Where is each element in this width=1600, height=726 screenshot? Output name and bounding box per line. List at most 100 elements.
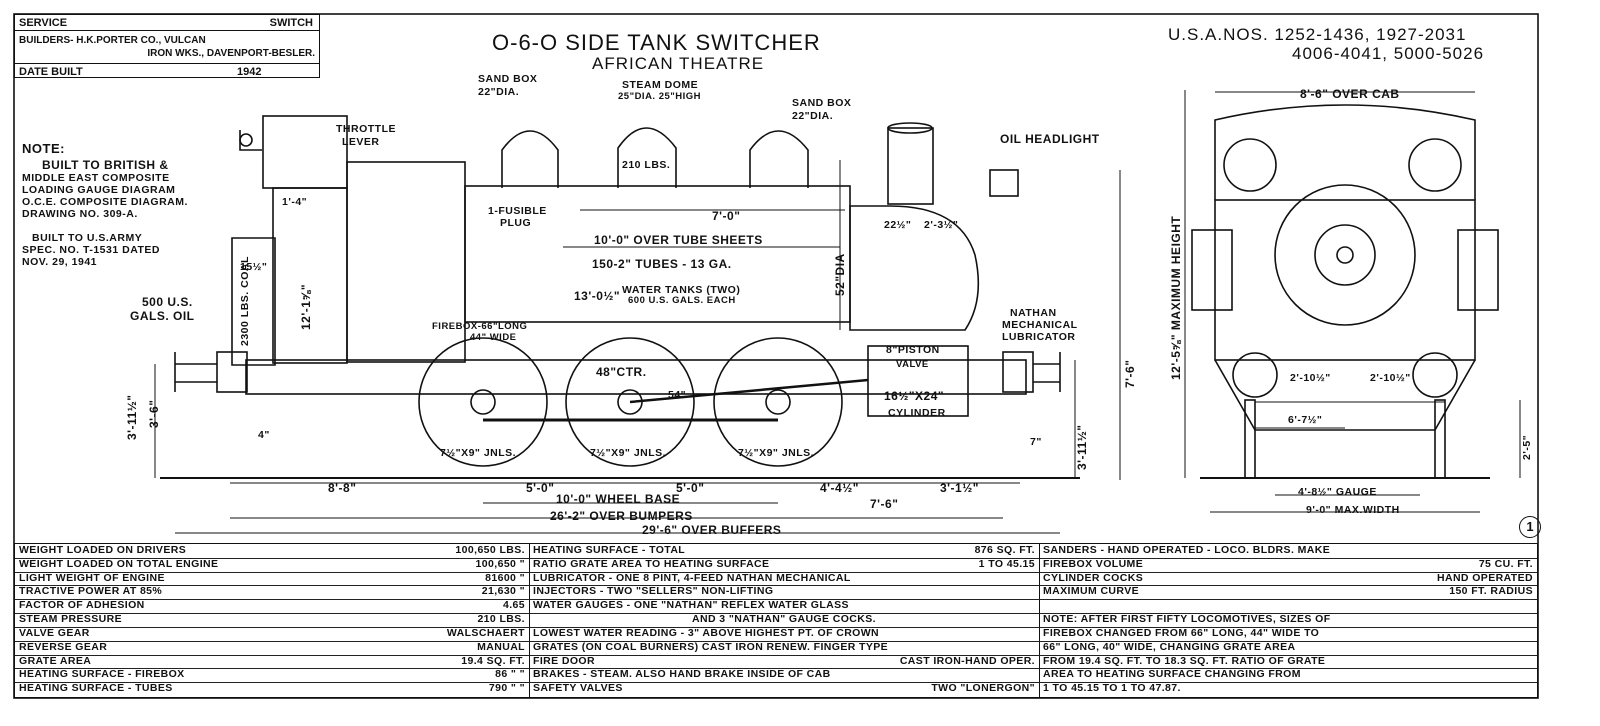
dim-2-3: 2'-3½": [924, 219, 959, 231]
spec-value: 86 " ": [495, 668, 525, 681]
spec-row: NOTE: AFTER FIRST FIFTY LOCOMOTIVES, SIZ…: [1039, 613, 1537, 628]
spec-row: FIREBOX CHANGED FROM 66" LONG, 44" WIDE …: [1039, 627, 1537, 642]
dim-2-10-right: 2'-10½": [1370, 372, 1411, 384]
sheet-number: 1: [1519, 516, 1541, 538]
label-cylinder: CYLINDER: [888, 407, 946, 419]
dim-max-width: 9'-0" MAX.WIDTH: [1306, 504, 1400, 516]
spec-row: LOWEST WATER READING - 3" ABOVE HIGHEST …: [529, 627, 1039, 642]
spec-label: 66" LONG, 40" WIDE, CHANGING GRATE AREA: [1043, 640, 1296, 653]
spec-label: HEATING SURFACE - TUBES: [19, 682, 173, 695]
spec-value: 100,650 ": [475, 557, 525, 570]
front-boiler: [1274, 184, 1416, 326]
label-water-tanks-capacity: 600 U.S. GALS. EACH: [628, 295, 736, 306]
label-sand-box-rear: SAND BOX: [792, 97, 852, 109]
spec-label: FIREBOX CHANGED FROM 66" LONG, 44" WIDE …: [1043, 626, 1320, 639]
note-heading: NOTE:: [22, 141, 65, 156]
front-elevation: [1191, 104, 1499, 479]
usa-numbers-line-1: U.S.A.NOS. 1252-1436, 1927-2031: [1168, 25, 1467, 44]
bunker: [231, 237, 276, 366]
spec-row: REVERSE GEAR MANUAL: [15, 641, 529, 656]
driver-wheel-1: [418, 337, 548, 467]
cylinder: [867, 345, 969, 417]
rear-buffer-beam: [216, 351, 248, 393]
spec-value: 100,650 LBS.: [455, 544, 525, 556]
dim-22: 22½": [884, 219, 912, 231]
label-piston-valve: 8"PISTON: [886, 344, 940, 356]
dim-2-5: 2'-5": [1521, 434, 1533, 460]
dim-4-4: 4'-4½": [820, 481, 859, 495]
spec-row: WEIGHT LOADED ON TOTAL ENGINE 100,650 ": [15, 558, 529, 573]
dim-4: 4": [258, 429, 270, 441]
spec-label: FACTOR OF ADHESION: [19, 599, 145, 612]
driver-wheel-2: [565, 337, 695, 467]
headlight: [989, 169, 1019, 197]
spec-label: WEIGHT LOADED ON DRIVERS: [19, 544, 187, 556]
spec-label: BRAKES - STEAM. ALSO HAND BRAKE INSIDE O…: [533, 668, 831, 681]
cab-roof: [262, 115, 348, 189]
info-box: SERVICE SWITCH BUILDERS- H.K.PORTER CO.,…: [14, 14, 320, 78]
label-cylinder-size: 16½"X24": [884, 389, 945, 403]
sheet-border: [13, 13, 1539, 699]
oil-capacity-line: GALS. OIL: [130, 309, 195, 323]
spec-row: 1 TO 45.15 TO 1 TO 47.87.: [1039, 682, 1537, 696]
spec-value: HAND OPERATED: [1436, 571, 1533, 584]
spec-value: 210 LBS.: [477, 613, 525, 626]
dim-over-bumpers: 26'-2" OVER BUMPERS: [550, 509, 693, 523]
spec-row: BRAKES - STEAM. ALSO HAND BRAKE INSIDE O…: [529, 668, 1039, 684]
spec-label: RATIO GRATE AREA TO HEATING SURFACE: [533, 557, 770, 570]
dim-3-11-right: 3'-11½": [1075, 424, 1089, 470]
spec-label: WEIGHT LOADED ON TOTAL ENGINE: [19, 557, 219, 570]
spec-label: VALVE GEAR: [19, 626, 90, 639]
builders-line-1: BUILDERS- H.K.PORTER CO., VULCAN: [19, 35, 206, 46]
spec-row: INJECTORS - TWO "SELLERS" NON-LIFTING: [529, 585, 1039, 601]
spec-label: MAXIMUM CURVE: [1043, 585, 1140, 598]
label-sand-box-front-dia: 22"DIA.: [478, 86, 520, 98]
label-fusible-plug-2: PLUG: [500, 217, 532, 229]
spec-value: 81600 ": [485, 571, 525, 584]
spec-row: WEIGHT LOADED ON DRIVERS 100,650 LBS.: [15, 544, 529, 559]
spec-value: 876 SQ. FT.: [974, 544, 1035, 556]
dim-7: 7": [1030, 436, 1042, 448]
service-label: SERVICE: [19, 17, 68, 29]
label-nathan-lubricator: LUBRICATOR: [1002, 331, 1076, 343]
spec-label: AND 3 "NATHAN" GAUGE COCKS.: [692, 613, 876, 626]
label-wheel-centers: 48"CTR.: [596, 365, 647, 379]
drawing-title: O-6-O SIDE TANK SWITCHER: [492, 30, 821, 55]
dim-5-0-b: 5'-0": [676, 481, 705, 495]
army-spec-line: NOV. 29, 1941: [22, 256, 97, 268]
dim-7-6-vertical: 7'-6": [1123, 359, 1137, 388]
spec-value: 19.4 SQ. FT.: [461, 654, 525, 667]
steam-dome: [617, 127, 677, 188]
front-window-right: [1408, 138, 1462, 192]
dim-54: 54": [668, 389, 687, 401]
dimension-lines: [154, 90, 1521, 534]
spec-value: 4.65: [502, 599, 525, 612]
label-throttle-lever: LEVER: [342, 136, 380, 148]
spec-value: 790 " ": [488, 682, 525, 695]
label-journals: 7½"X9" JNLS.: [738, 447, 815, 459]
spec-row: HEATING SURFACE - TUBES 790 " ": [15, 682, 529, 696]
spec-label: LIGHT WEIGHT OF ENGINE: [19, 571, 165, 584]
spec-row: [1039, 599, 1537, 615]
dim-3-6: 3'-6": [147, 399, 161, 428]
spec-label: FIREBOX VOLUME: [1043, 557, 1144, 570]
front-buffer-beam: [1002, 351, 1034, 393]
smokebox: [849, 205, 980, 331]
spec-label: TRACTIVE POWER AT 85%: [19, 585, 163, 598]
label-tube-sheets: 10'-0" OVER TUBE SHEETS: [594, 233, 763, 247]
spec-row: FROM 19.4 SQ. FT. TO 18.3 SQ. FT. RATIO …: [1039, 655, 1537, 670]
dim-8-8: 8'-8": [328, 481, 357, 495]
spec-value: MANUAL: [477, 640, 525, 653]
date-label: DATE BUILT: [19, 66, 83, 78]
spec-value: TWO "LONERGON": [931, 682, 1035, 695]
spec-row: LUBRICATOR - ONE 8 PINT, 4-FEED NATHAN M…: [529, 572, 1039, 587]
spec-label: REVERSE GEAR: [19, 640, 108, 653]
